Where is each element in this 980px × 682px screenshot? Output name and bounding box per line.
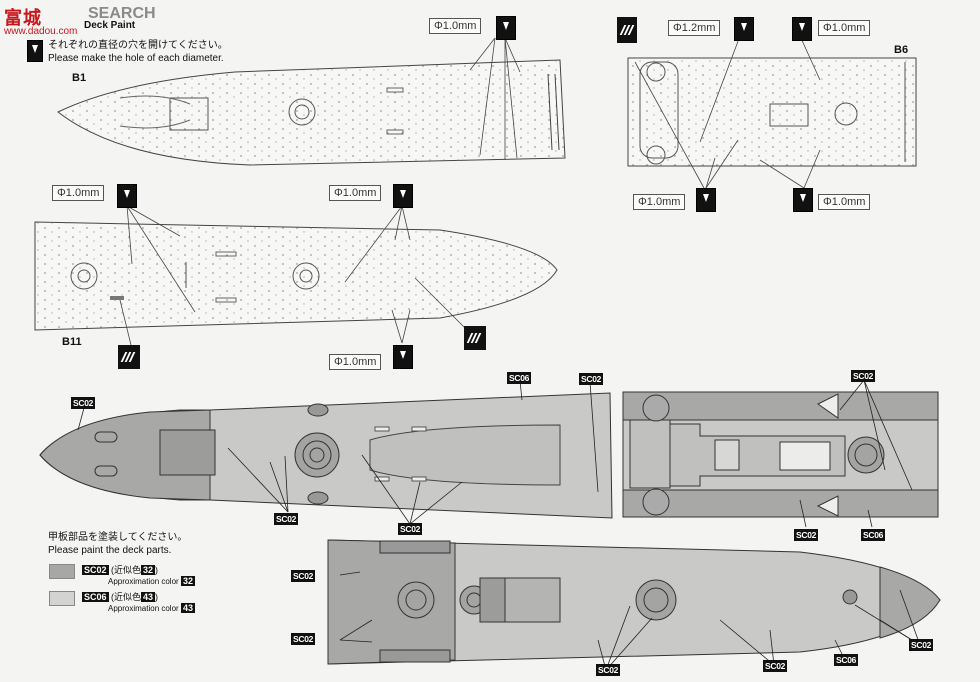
watermark-brand-cn: 富城 [4, 8, 42, 29]
drill-icon-b11-a [117, 184, 137, 208]
color-tag-sc06: SC06 [507, 372, 532, 384]
color-tag-sc02: SC02 [596, 664, 621, 676]
legend-close-sc02: ) [155, 565, 159, 575]
color-tag-sc02: SC02 [579, 373, 604, 385]
color-tag-sc02: SC02 [274, 513, 299, 525]
color-tag-sc02: SC02 [909, 639, 934, 651]
legend-code-sc06: SC06 [82, 592, 109, 602]
legend-en-sc02: Approximation color 32 [108, 576, 195, 586]
color-tag-sc06: SC06 [861, 529, 886, 541]
section-label: Deck Paint [84, 20, 136, 31]
dimension-label-b6-b: Φ1.0mm [818, 20, 871, 36]
drill-icon-b11-b [393, 184, 413, 208]
legend-en-text-sc06: Approximation color [108, 604, 179, 613]
swatch-sc06 [49, 591, 75, 606]
drill-instruction-jp: それぞれの直径の穴を開けてください。 [48, 40, 228, 51]
dimension-label-b11-b: Φ1.0mm [329, 185, 382, 201]
legend-jp-sc02: (近似色 [111, 565, 142, 575]
legend-en-sc06: Approximation color 43 [108, 603, 195, 613]
part-b1-outline [57, 37, 566, 166]
drill-icon-b1 [496, 16, 516, 40]
dimension-label-b11-c: Φ1.0mm [329, 354, 382, 370]
drill-icon-b6-a [734, 17, 754, 41]
stripe-icon-b6 [617, 17, 637, 43]
legend-num-sc02: 32 [141, 565, 156, 575]
legend-en-num-sc02: 32 [180, 576, 195, 586]
stripe-icon-b11-a [118, 345, 140, 369]
part-b6-outline [627, 35, 917, 189]
watermark-url: www.dadou.com [4, 26, 78, 37]
color-tag-sc02: SC02 [71, 397, 96, 409]
drill-icon [27, 40, 43, 62]
stripe-icon-b11-b [464, 326, 486, 350]
painted-deck-aft [327, 539, 941, 671]
legend-en-text-sc02: Approximation color [108, 577, 179, 586]
drill-icon-b6-b [792, 17, 812, 41]
legend-code-sc02: SC02 [82, 565, 109, 575]
part-label-b1: B1 [72, 72, 87, 84]
color-tag-sc02: SC02 [763, 660, 788, 672]
swatch-sc02 [49, 564, 75, 579]
painted-deck-forward [39, 380, 613, 525]
drill-icon-b6-d [793, 188, 813, 212]
paint-instruction-en: Please paint the deck parts. [48, 545, 172, 556]
dimension-label-b6-c: Φ1.0mm [633, 194, 686, 210]
color-tag-sc02: SC02 [291, 633, 316, 645]
drill-icon-b11-c [393, 345, 413, 369]
dimension-label-b1: Φ1.0mm [429, 18, 482, 34]
color-tag-sc06: SC06 [834, 654, 859, 666]
drill-instruction-en: Please make the hole of each diameter. [48, 53, 224, 64]
part-label-b11: B11 [62, 336, 82, 348]
legend-num-sc06: 43 [141, 592, 156, 602]
paint-instruction-jp: 甲板部品を塗装してください。 [48, 532, 188, 543]
legend-close-sc06: ) [155, 592, 159, 602]
legend-jp-sc06: (近似色 [111, 592, 142, 602]
watermark-brand-en: SEARCH [88, 5, 156, 22]
dimension-label-b6-d: Φ1.0mm [818, 194, 871, 210]
part-b11-outline [34, 205, 558, 346]
drill-icon-b6-c [696, 188, 716, 212]
color-tag-sc02: SC02 [291, 570, 316, 582]
color-tag-sc02: SC02 [794, 529, 819, 541]
color-tag-sc02: SC02 [851, 370, 876, 382]
color-tag-sc02: SC02 [398, 523, 423, 535]
dimension-label-b11-a: Φ1.0mm [52, 185, 105, 201]
dimension-label-b6-a: Φ1.2mm [668, 20, 721, 36]
part-label-b6: B6 [894, 44, 909, 56]
painted-deck-midship [622, 379, 939, 528]
legend-en-num-sc06: 43 [180, 603, 195, 613]
